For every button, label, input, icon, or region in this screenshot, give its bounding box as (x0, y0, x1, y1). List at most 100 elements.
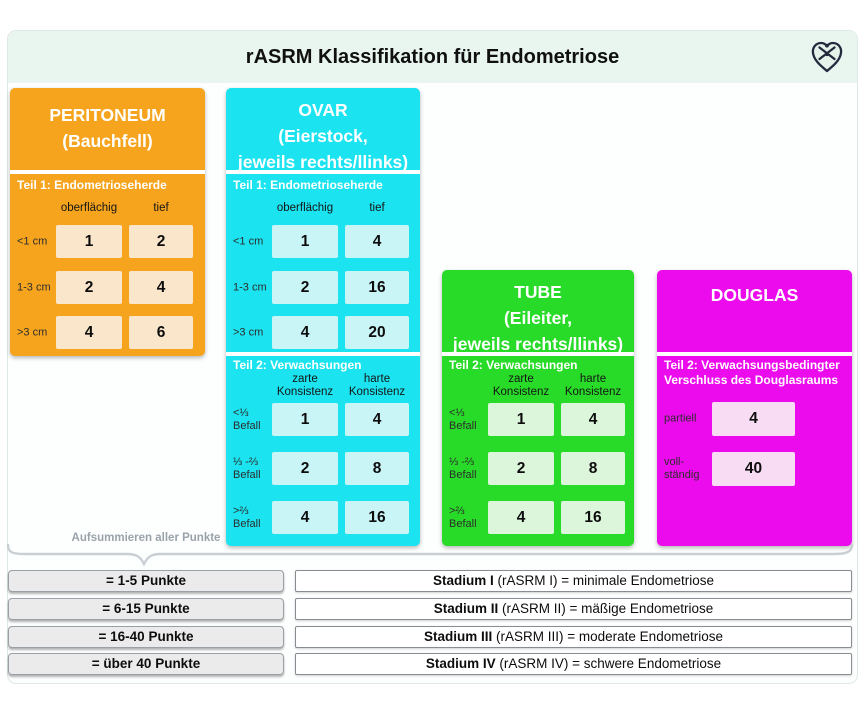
stage-4: Stadium IV (rASRM IV) = schwere Endometr… (295, 653, 852, 675)
score-cell: 1 (56, 225, 122, 258)
points-range-4: = über 40 Punkte (8, 653, 284, 675)
score-cell: 4 (345, 403, 409, 436)
score-cell: 1 (488, 403, 554, 436)
panel-tube: TUBE (Eileiter, jeweils rechts/llinks) T… (442, 270, 634, 546)
score-cell: 8 (345, 452, 409, 485)
score-cell: 2 (56, 271, 122, 304)
table-row: <⅓ Befall 1 4 (442, 403, 634, 437)
stage-3-name: Stadium III (424, 629, 493, 644)
stage-4-desc: (rASRM IV) = schwere Endometriose (495, 656, 722, 671)
row-label: >⅔ Befall (233, 505, 261, 530)
score-cell: 20 (345, 316, 409, 349)
col-header-soft: zarte Konsistenz (492, 373, 550, 398)
col-header-hard: harte Konsistenz (348, 373, 406, 398)
table-row: ⅓ -⅔ Befall 2 8 (442, 452, 634, 486)
score-cell: 16 (345, 501, 409, 534)
divider (226, 352, 420, 356)
table-row: <⅓ Befall 1 4 (226, 403, 420, 437)
ovar-part2-label: Teil 2: Verwachsungen (233, 358, 362, 372)
score-cell: 40 (712, 452, 795, 486)
points-range-1: = 1-5 Punkte (8, 570, 284, 592)
stage-2-desc: (rASRM II) = mäßige Endometriose (498, 601, 714, 616)
row-label: <⅓ Befall (233, 407, 261, 432)
score-cell: 2 (272, 271, 338, 304)
score-cell: 4 (56, 316, 122, 349)
score-cell: 8 (561, 452, 625, 485)
table-row: partiell 4 (657, 402, 852, 436)
points-range-3: = 16-40 Punkte (8, 626, 284, 648)
divider (657, 352, 852, 356)
peritoneum-title: PERITONEUM (Bauchfell) (49, 105, 166, 151)
table-row: >⅔ Befall 4 16 (442, 501, 634, 535)
douglas-title: DOUGLAS (710, 285, 799, 305)
score-cell: 2 (272, 452, 338, 485)
stage-2-name: Stadium II (433, 601, 499, 616)
table-row: 1-3 cm 2 4 (10, 271, 205, 305)
stage-3: Stadium III (rASRM III) = moderate Endom… (295, 626, 852, 648)
tube-part2-label: Teil 2: Verwachsungen (449, 358, 578, 372)
score-cell: 4 (272, 501, 338, 534)
col-header-superficial: oberflächig (276, 202, 334, 214)
score-cell: 4 (345, 225, 409, 258)
sum-brace (6, 542, 854, 570)
stage-4-name: Stadium IV (425, 656, 496, 671)
col-header-superficial: oberflächig (60, 202, 118, 214)
stage-1: Stadium I (rASRM I) = minimale Endometri… (295, 570, 852, 592)
row-label: partiell (664, 412, 697, 425)
divider (442, 352, 634, 356)
stage-1-name: Stadium I (433, 573, 494, 588)
row-label: ⅓ -⅔ Befall (233, 456, 261, 481)
score-cell: 4 (561, 403, 625, 436)
table-row: <1 cm 1 2 (10, 225, 205, 259)
row-label: <⅓ Befall (449, 407, 477, 432)
page-title: rASRM Klassifikation für Endometriose (245, 46, 620, 68)
score-cell: 4 (129, 271, 193, 304)
score-cell: 6 (129, 316, 193, 349)
sum-note: Aufsummieren aller Punkte (71, 532, 221, 544)
panel-peritoneum: PERITONEUM (Bauchfell) Teil 1: Endometri… (10, 88, 205, 356)
row-label: ⅓ -⅔ Befall (449, 456, 477, 481)
row-label: 1-3 cm (233, 281, 267, 294)
score-cell: 2 (488, 452, 554, 485)
divider (226, 170, 420, 174)
title-band (8, 31, 857, 83)
col-header-hard: harte Konsistenz (564, 373, 622, 398)
points-range-2: = 6-15 Punkte (8, 598, 284, 620)
ovar-part1-label: Teil 1: Endometrioseherde (233, 178, 383, 192)
table-row: voll- ständig 40 (657, 452, 852, 486)
col-header-deep: tief (153, 202, 169, 214)
score-cell: 4 (488, 501, 554, 534)
score-cell: 2 (129, 225, 193, 258)
score-cell: 16 (345, 271, 409, 304)
row-label: >3 cm (233, 326, 264, 339)
panel-douglas: DOUGLAS Teil 2: Verwachsungsbedingter Ve… (657, 270, 852, 546)
peritoneum-part1-label: Teil 1: Endometrioseherde (17, 178, 167, 192)
douglas-part2-label: Teil 2: Verwachsungsbedingter Verschluss… (664, 358, 840, 387)
score-cell: 4 (272, 316, 338, 349)
score-cell: 1 (272, 403, 338, 436)
row-label: <1 cm (17, 235, 48, 248)
col-header-deep: tief (369, 202, 385, 214)
row-label: >⅔ Befall (449, 505, 477, 530)
divider (10, 170, 205, 174)
table-row: >3 cm 4 6 (10, 316, 205, 350)
col-header-soft: zarte Konsistenz (276, 373, 334, 398)
score-cell: 4 (712, 402, 795, 436)
row-label: 1-3 cm (17, 281, 51, 294)
row-label: >3 cm (17, 326, 48, 339)
stage-1-desc: (rASRM I) = minimale Endometriose (493, 573, 714, 588)
table-row: >3 cm 4 20 (226, 316, 420, 350)
table-row: 1-3 cm 2 16 (226, 271, 420, 305)
table-row: <1 cm 1 4 (226, 225, 420, 259)
table-row: >⅔ Befall 4 16 (226, 501, 420, 535)
stage-3-desc: (rASRM III) = moderate Endometriose (492, 629, 723, 644)
score-cell: 16 (561, 501, 625, 534)
row-label: voll- ständig (664, 456, 700, 481)
score-cell: 1 (272, 225, 338, 258)
ovar-title: OVAR (Eierstock, jeweils rechts/llinks) (237, 100, 409, 172)
table-row: ⅓ -⅔ Befall 2 8 (226, 452, 420, 486)
row-label: <1 cm (233, 235, 264, 248)
heart-figures-logo-icon (810, 38, 844, 76)
tube-title: TUBE (Eileiter, jeweils rechts/llinks) (452, 282, 624, 354)
